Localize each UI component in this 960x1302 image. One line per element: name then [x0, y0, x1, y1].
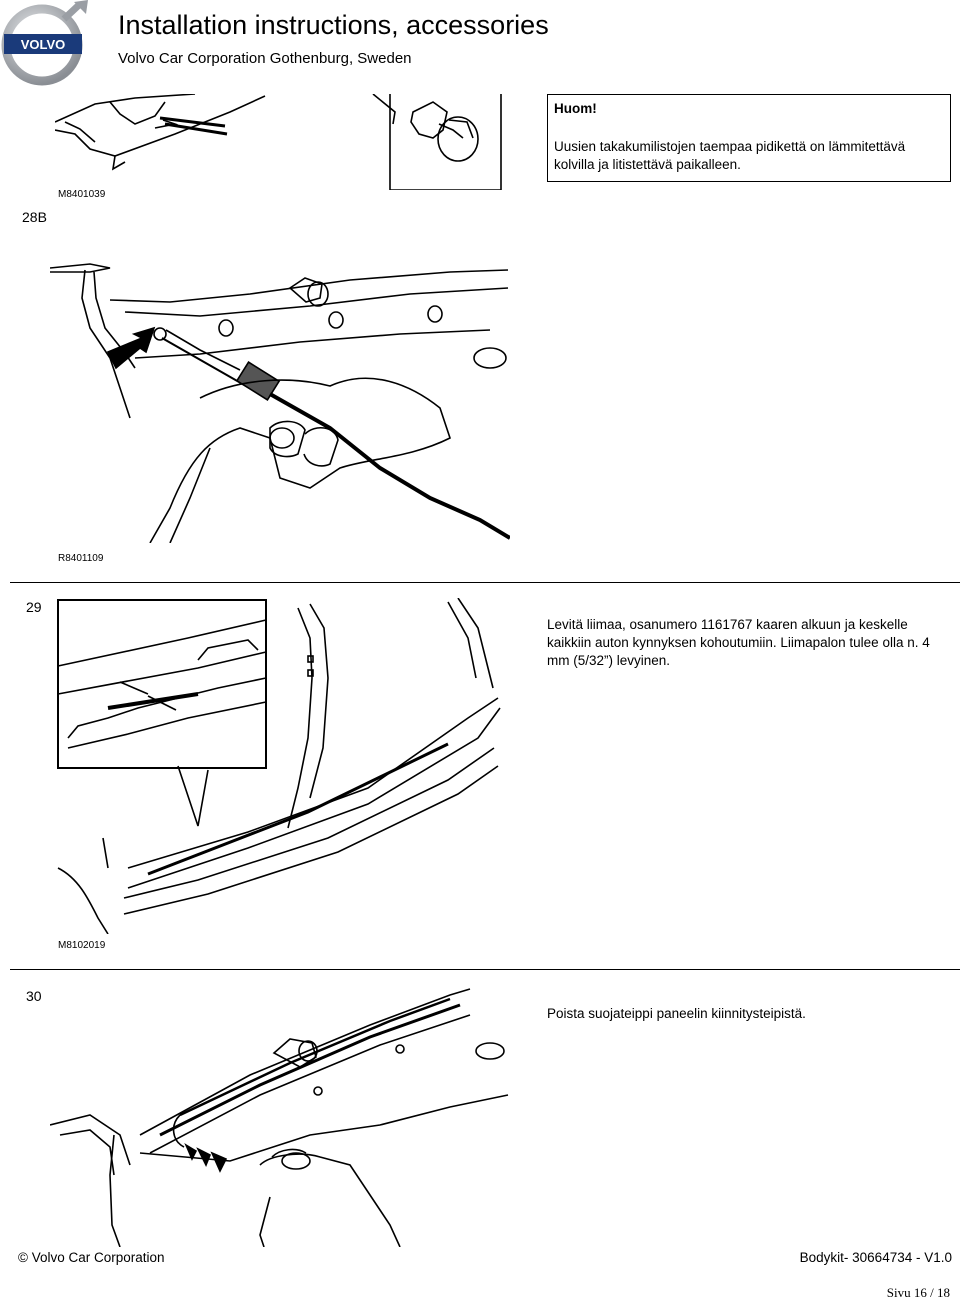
step-number: 28B [22, 209, 47, 225]
figure-m8102019 [48, 598, 508, 934]
volvo-logo: VOLVO [0, 0, 90, 88]
divider [10, 969, 960, 970]
figure-code: R8401109 [58, 553, 104, 564]
step-number: 29 [26, 599, 42, 615]
step-number: 30 [26, 988, 42, 1004]
figure-m8401039 [55, 94, 505, 190]
step-text: Poista suojateippi paneelin kiinnitystei… [547, 1006, 806, 1021]
divider [10, 582, 960, 583]
figure-code: M8102019 [58, 940, 106, 951]
page-title: Installation instructions, accessories [118, 10, 549, 40]
footer-copyright: © Volvo Car Corporation [18, 1250, 165, 1265]
figure-code: M8401039 [58, 189, 106, 200]
logo-text: VOLVO [21, 37, 66, 52]
page-number: Sivu 16 / 18 [886, 1285, 950, 1300]
note-title: Huom! [554, 101, 597, 116]
figure-r8401109 [50, 258, 510, 543]
footer-document-id: Bodykit- 30664734 - V1.0 [799, 1250, 952, 1265]
note-text: Uusien takakumilistojen taempaa pidikett… [554, 139, 906, 172]
page-subtitle: Volvo Car Corporation Gothenburg, Sweden [118, 50, 412, 67]
figure-step-30 [50, 985, 510, 1247]
note-box: Huom! Uusien takakumilistojen taempaa pi… [547, 94, 951, 182]
step-text: Levitä liimaa, osanumero 1161767 kaaren … [547, 617, 930, 668]
